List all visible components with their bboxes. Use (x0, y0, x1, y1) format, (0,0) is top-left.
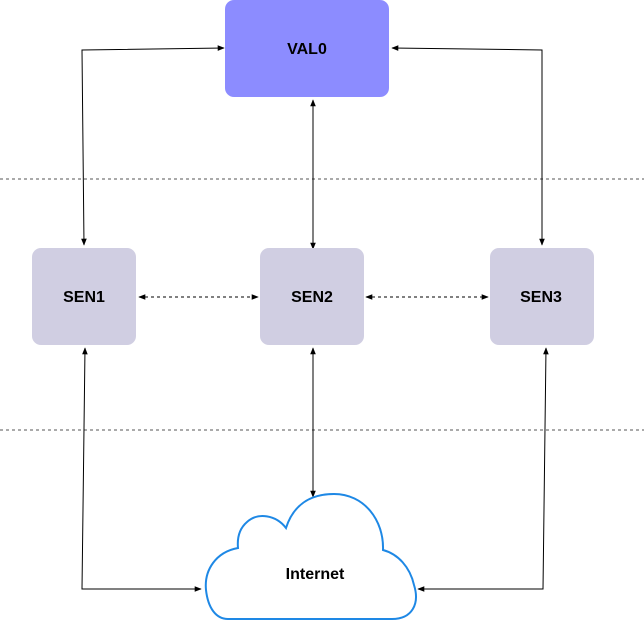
node-sen2-box (260, 248, 364, 345)
edge-val0-sen1 (81, 45, 225, 246)
node-sen1-label: SEN1 (63, 289, 105, 306)
edge-val0-sen3 (391, 45, 545, 246)
node-sen2-label: SEN2 (291, 289, 333, 306)
node-val0: VAL0 (225, 0, 389, 97)
node-sen3: SEN3 (490, 248, 594, 345)
node-internet-label: Internet (286, 566, 345, 583)
node-sen3-box (490, 248, 594, 345)
edge-sen3-internet (417, 347, 549, 592)
node-sen3-label: SEN3 (520, 289, 562, 306)
node-sen1-box (32, 248, 136, 345)
node-sen1: SEN1 (32, 248, 136, 345)
node-sen2: SEN2 (260, 248, 364, 345)
edge-sen1-internet (81, 347, 202, 592)
cloud-icon (204, 492, 417, 620)
node-internet: Internet (204, 492, 417, 620)
node-val0-label: VAL0 (287, 41, 327, 58)
node-val0-box (225, 0, 389, 97)
